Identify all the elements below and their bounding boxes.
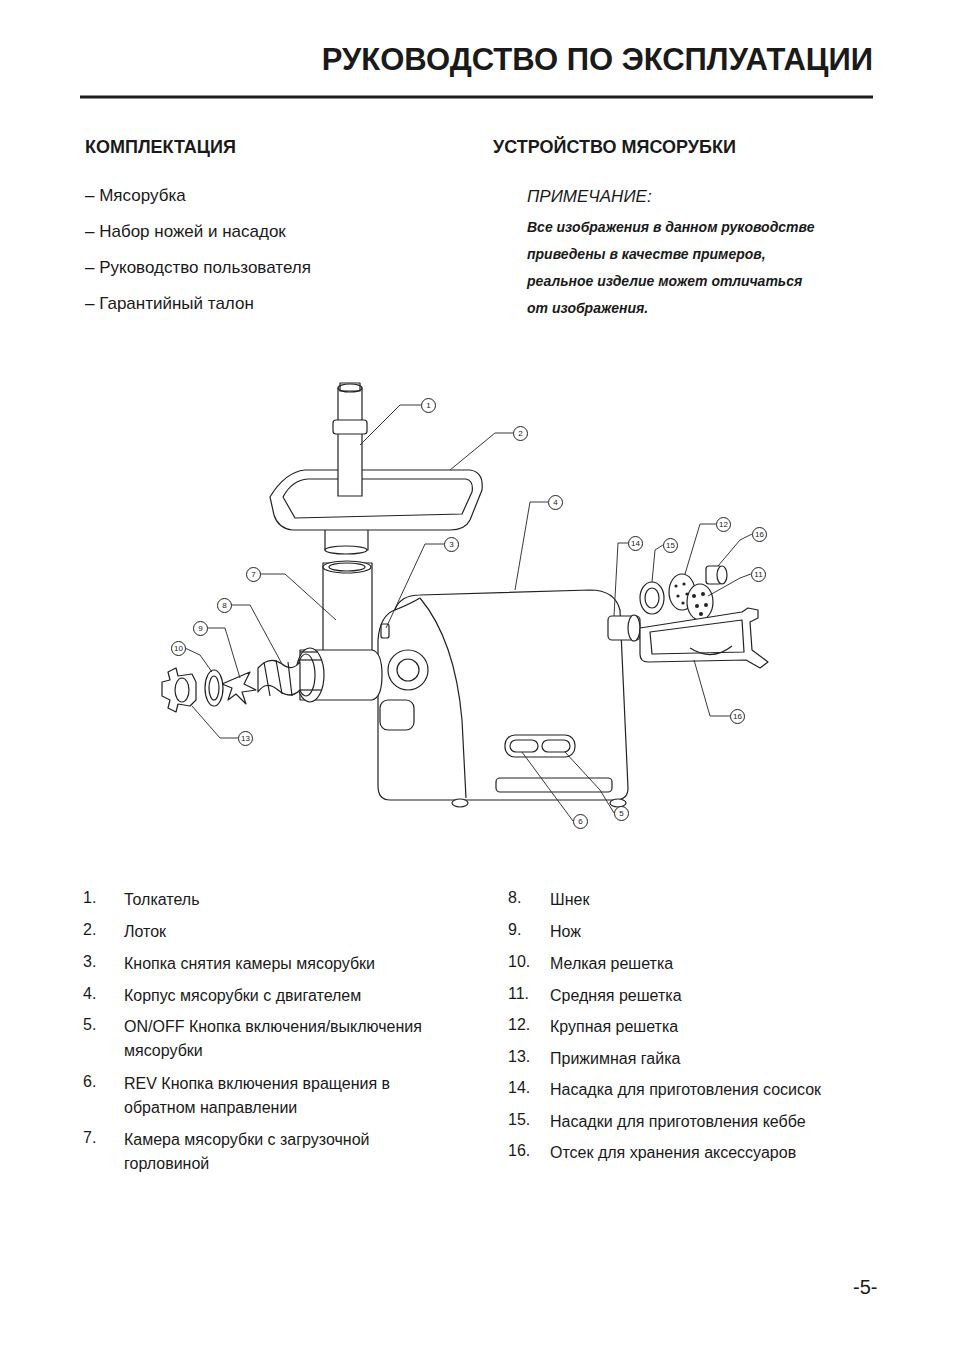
part-name: Насадки для приготовления кеббе <box>550 1110 880 1134</box>
part-name: ON/OFF Кнопка включения/выключения мясор… <box>124 1015 444 1063</box>
part-number: 11. <box>508 985 529 1003</box>
part-name: Мелкая решетка <box>550 952 880 976</box>
part-number: 5. <box>83 1016 96 1034</box>
callout-number: 4 <box>548 495 563 510</box>
part-name: Нож <box>550 920 880 944</box>
part-number: 13. <box>508 1048 530 1066</box>
note-heading: ПРИМЕЧАНИЕ: <box>527 187 652 207</box>
part-name: Прижимная гайка <box>550 1047 880 1071</box>
part-name: Насадка для приготовления сосисок <box>550 1078 880 1102</box>
page-number: -5- <box>853 1276 877 1299</box>
callout-number: 15 <box>663 538 678 553</box>
part-name: Корпус мясорубки с двигателем <box>124 984 444 1008</box>
callout-number: 5 <box>614 806 629 821</box>
callout-number: 11 <box>751 567 766 582</box>
callout-number: 14 <box>628 536 643 551</box>
note-text: Все изображения в данном руководстве при… <box>527 214 827 322</box>
leader-lines <box>185 405 752 821</box>
callout-number: 7 <box>246 567 261 582</box>
part-number: 7. <box>83 1129 96 1147</box>
section-heading: УСТРОЙСТВО МЯСОРУБКИ <box>493 137 736 158</box>
part-name: Лоток <box>124 920 444 944</box>
section-heading: КОМПЛЕКТАЦИЯ <box>85 137 236 158</box>
callout-number: 1 <box>421 398 436 413</box>
grinder-drawing <box>162 383 768 807</box>
part-number: 2. <box>83 921 96 939</box>
callout-number: 8 <box>217 598 232 613</box>
kit-item: – Руководство пользователя <box>85 258 311 278</box>
part-number: 12. <box>508 1016 530 1034</box>
kit-item: – Гарантийный талон <box>85 294 254 314</box>
part-number: 4. <box>83 985 96 1003</box>
callout-number: 2 <box>513 426 528 441</box>
callout-number: 3 <box>444 537 459 552</box>
kit-item: – Набор ножей и насадок <box>85 222 286 242</box>
title-rule <box>80 96 873 99</box>
part-name: Отсек для хранения аксессуаров <box>550 1141 880 1165</box>
callout-number: 6 <box>573 814 588 829</box>
part-number: 8. <box>508 889 521 907</box>
part-name: Кнопка снятия камеры мясорубки <box>124 952 444 976</box>
part-name: Шнек <box>550 888 880 912</box>
callout-number: 16 <box>752 527 767 542</box>
callout-number: 16 <box>730 709 745 724</box>
part-name: REV Кнопка включения вращения в обратном… <box>124 1072 444 1120</box>
part-number: 16. <box>508 1142 530 1160</box>
part-number: 6. <box>83 1073 96 1091</box>
part-name: Камера мясорубки с загрузочной горловино… <box>124 1128 444 1176</box>
callout-number: 10 <box>171 641 186 656</box>
part-name: Средняя решетка <box>550 984 880 1008</box>
part-number: 9. <box>508 921 521 939</box>
callout-number: 13 <box>238 731 253 746</box>
page-title: РУКОВОДСТВО ПО ЭКСПЛУАТАЦИИ <box>322 42 873 78</box>
part-number: 1. <box>83 889 96 907</box>
part-number: 15. <box>508 1111 530 1129</box>
part-number: 3. <box>83 953 96 971</box>
part-number: 14. <box>508 1079 530 1097</box>
kit-item: – Мясорубка <box>85 186 186 206</box>
part-number: 10. <box>508 953 530 971</box>
callout-number: 9 <box>193 621 208 636</box>
part-name: Толкатель <box>124 888 444 912</box>
callout-number: 12 <box>716 517 731 532</box>
part-name: Крупная решетка <box>550 1015 880 1039</box>
